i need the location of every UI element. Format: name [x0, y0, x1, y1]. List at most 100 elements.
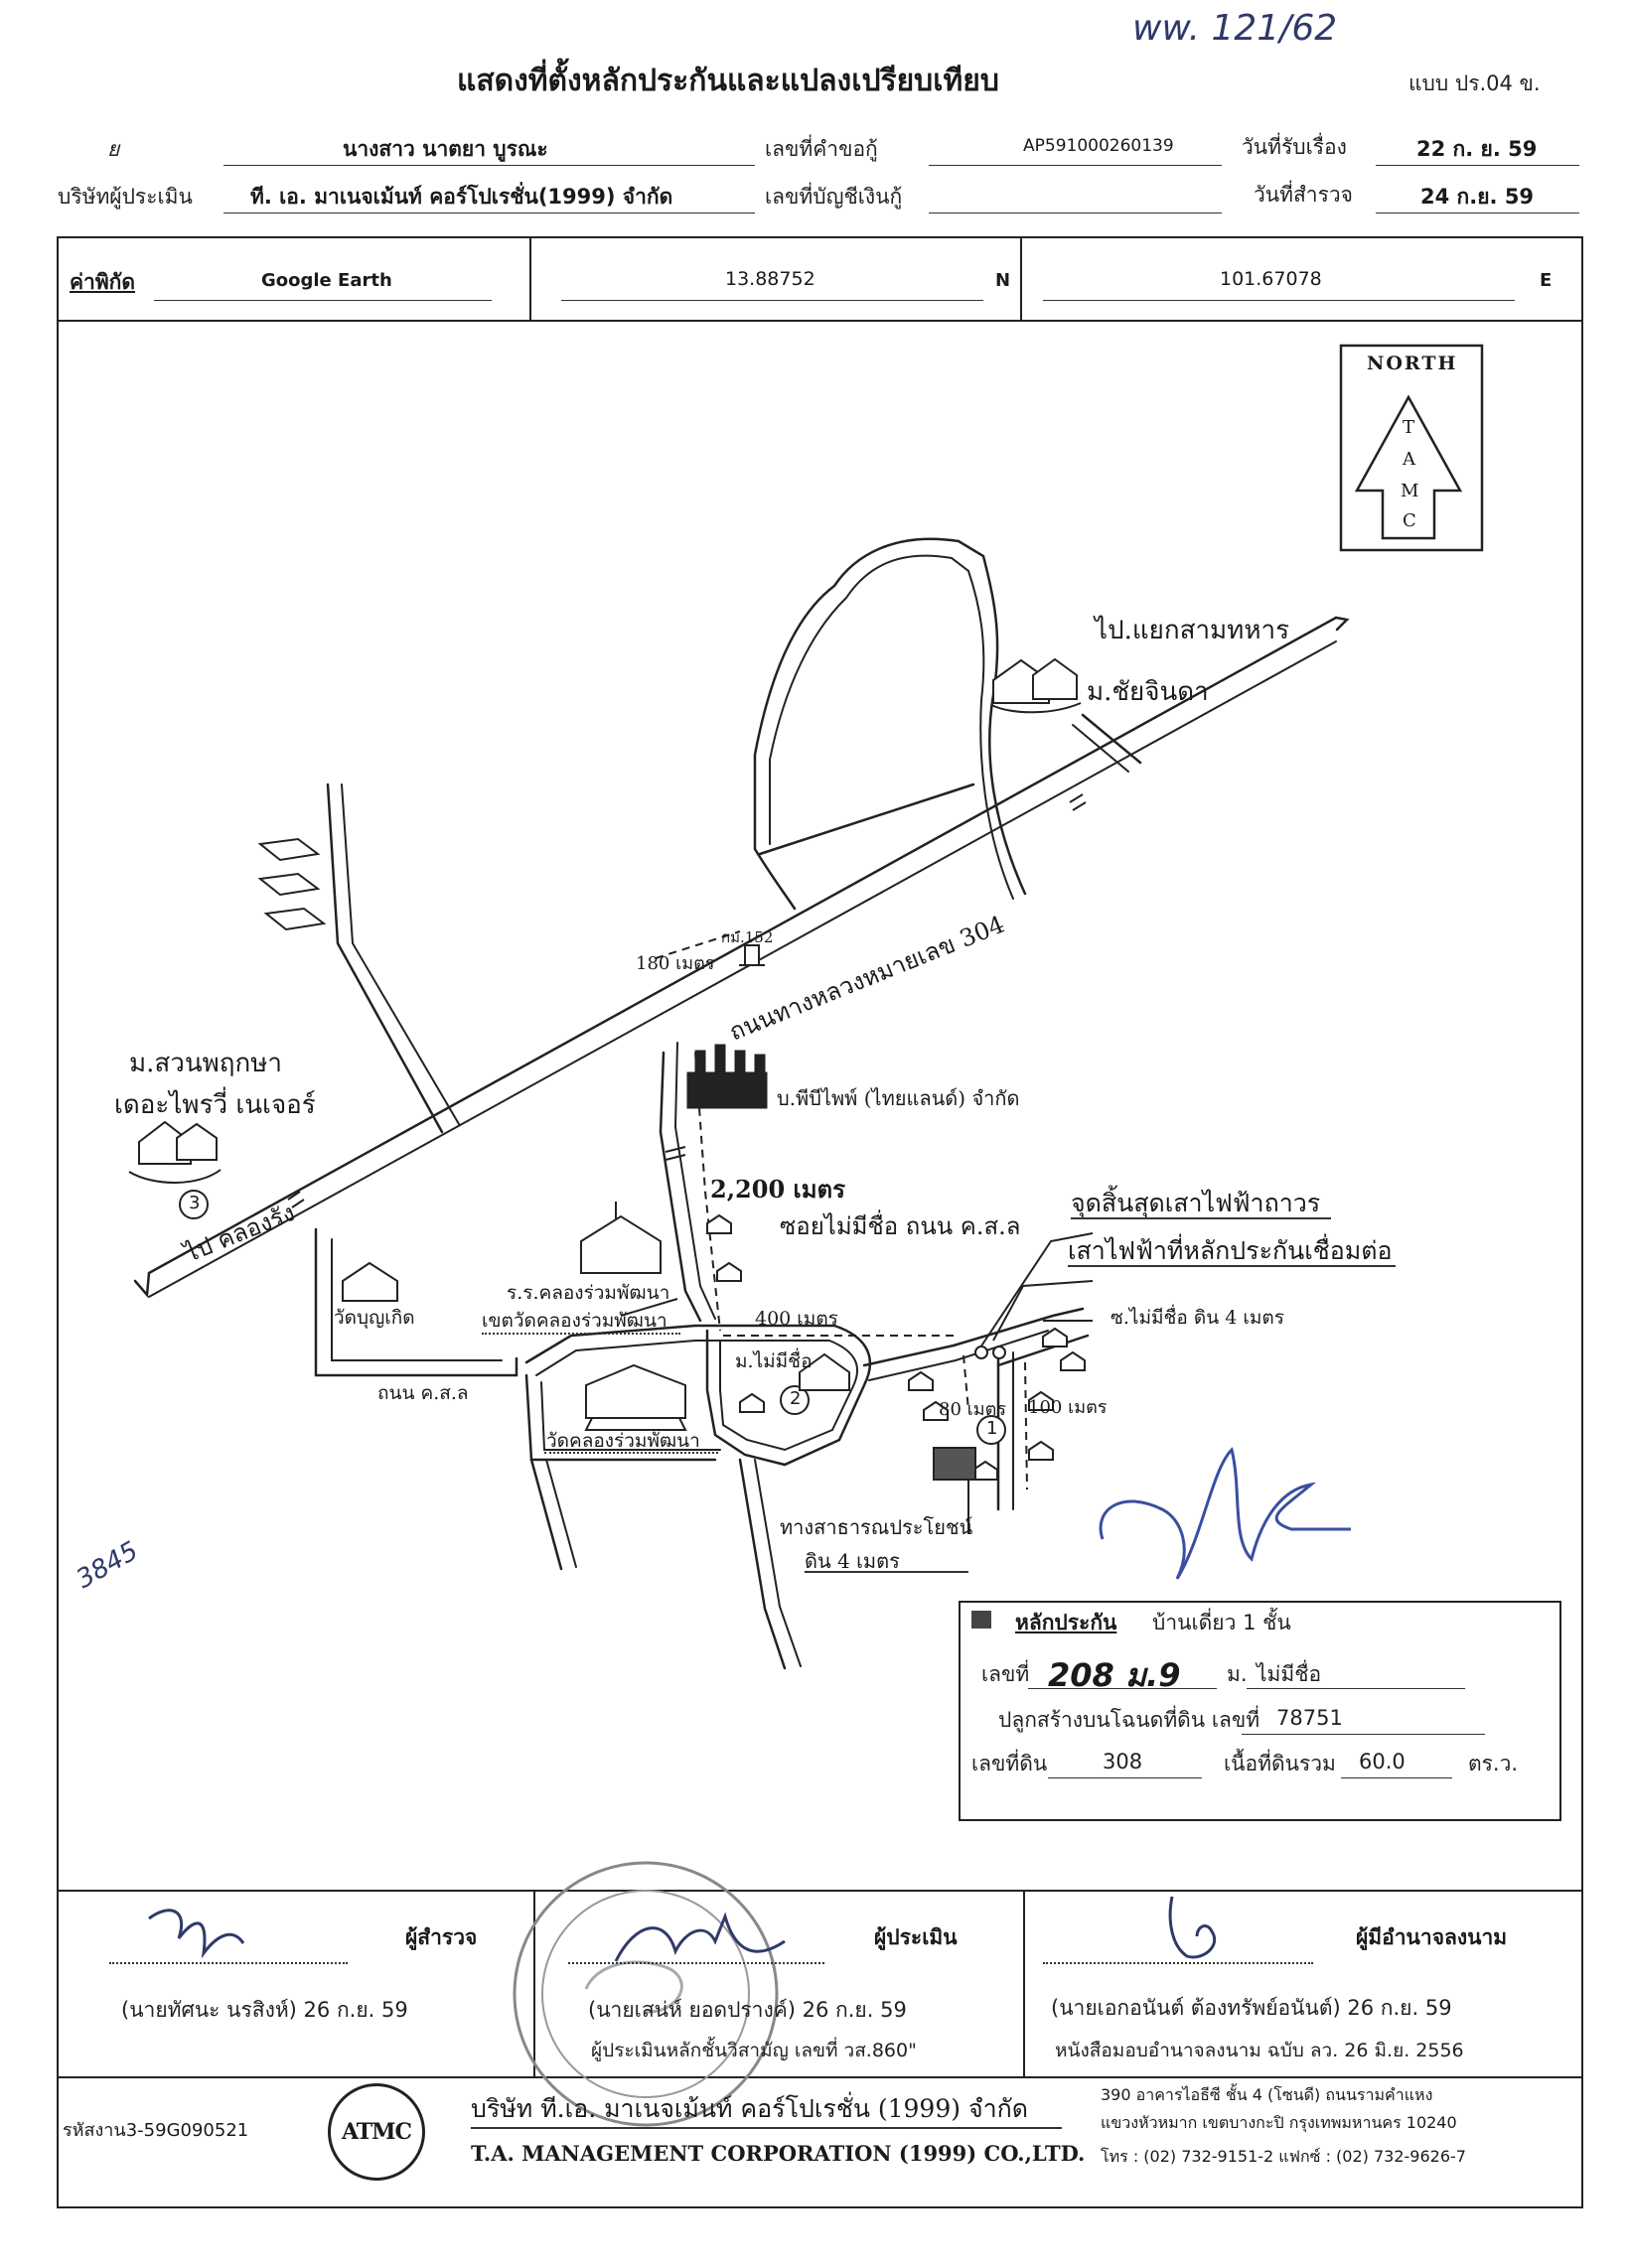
- authorized-signature: [1168, 1896, 1216, 1959]
- page-title: แสดงที่ตั้งหลักประกันและแปลงเปรียบเทียบ: [457, 64, 999, 98]
- survey-date-label: วันที่สำรวจ: [1254, 183, 1353, 207]
- house-no-label: เลขที่: [981, 1662, 1030, 1686]
- land-no-value: 308: [1103, 1750, 1143, 1773]
- authorized-name: (นายเอกอนันต์ ต้องทรัพย์อนันต์) 26 ก.ย. …: [1051, 1996, 1452, 2020]
- longitude-direction: E: [1540, 270, 1553, 291]
- label-dist-2200: 2,200 เมตร: [710, 1175, 846, 1204]
- coordinate-row-divider: [57, 320, 1582, 322]
- signature-col-divider-1: [533, 1890, 535, 2076]
- road-south-central: [738, 1458, 787, 1670]
- surveyor-dotted-line: [109, 1962, 348, 1964]
- collateral-box: [959, 1601, 1561, 1821]
- village-value: ไม่มีชื่อ: [1257, 1662, 1322, 1686]
- road-south-west: [529, 1458, 563, 1571]
- coordinate-source-underline: [154, 300, 492, 301]
- north-letter-t: T: [1403, 417, 1415, 438]
- authorized-dotted-line: [1043, 1962, 1313, 1964]
- house-icon-village-unnamed: [799, 1352, 850, 1391]
- label-village-unnamed: ม.ไม่มีชื่อ: [735, 1350, 813, 1372]
- appraiser-license: ผู้ประเมินหลักชั้นวิสามัญ เลขที่ วส.860": [591, 2040, 917, 2061]
- latitude-underline: [561, 300, 983, 301]
- surveyor-name: (นายทัศนะ นรสิงห์) 26 ก.ย. 59: [121, 1998, 408, 2022]
- phone-line: โทร : (02) 732-9151-2 แฟกซ์ : (02) 732-9…: [1101, 2147, 1466, 2166]
- appraiser-signature: [614, 1912, 786, 1962]
- appraiser-company-label: บริษัทผู้ประเมิน: [58, 185, 193, 209]
- handwritten-reference: ww. 121/62: [1132, 8, 1338, 49]
- pole-end-underline: [1071, 1217, 1331, 1219]
- pole-connect-underline: [1068, 1265, 1396, 1267]
- name-label-fragment: ย: [107, 137, 120, 161]
- pole-end-marker: [974, 1346, 988, 1359]
- label-road-kor-sor-lor: ถนน ค.ส.ล: [377, 1382, 469, 1404]
- authorized-role: ผู้มีอำนาจลงนาม: [1356, 1925, 1508, 1949]
- appraisal-signature-scribble: [1099, 1447, 1351, 1580]
- deed-value: 78751: [1276, 1706, 1343, 1730]
- north-label: NORTH: [1367, 353, 1458, 374]
- house-icon-suan-pruksa: [128, 1120, 222, 1184]
- house-icon-school: [580, 1202, 662, 1274]
- company-name-thai: บริษัท ที.เอ. มาเนจเม้นท์ คอร์โปเรชั่น (…: [471, 2094, 1028, 2123]
- job-code: รหัสงาน3-59G090521: [63, 2120, 249, 2141]
- coordinate-col-divider-2: [1020, 236, 1022, 322]
- main-frame: [57, 236, 1583, 2208]
- collateral-type: บ้านเดี่ยว 1 ชั้น: [1152, 1611, 1291, 1634]
- label-wat-bunkoed: วัดบุญเกิด: [334, 1307, 415, 1329]
- surveyor-role: ผู้สำรวจ: [405, 1925, 478, 1949]
- area-underline: [1341, 1777, 1452, 1778]
- authorized-note: หนังสือมอบอำนาจลงนาม ฉบับ ลว. 26 มิ.ย. 2…: [1055, 2040, 1464, 2061]
- borrower-underline: [223, 165, 755, 166]
- north-arrow-icon: [1354, 394, 1463, 540]
- label-soi-dirt: ซ.ไม่มีชื่อ ดิน 4 เมตร: [1111, 1307, 1284, 1329]
- house-no-underline: [1028, 1688, 1217, 1689]
- signature-col-divider-2: [1023, 1890, 1025, 2076]
- label-soi-name: ซอยไม่มีชื่อ ถนน ค.ส.ล: [780, 1212, 1021, 1240]
- label-public-way-line2: ดิน 4 เมตร: [805, 1549, 900, 1573]
- pole-connect-marker: [992, 1346, 1006, 1359]
- label-wat-khlong: วัดคลองร่วมพัฒนา: [546, 1430, 700, 1452]
- collateral-plot: [933, 1447, 976, 1481]
- latitude-value: 13.88752: [725, 268, 815, 290]
- collateral-icon: [971, 1611, 991, 1629]
- label-village-chai-jinda: ม.ชัยจินดา: [1087, 677, 1209, 707]
- appraiser-stamp: [513, 1861, 779, 2127]
- dirt-lane-east: [996, 1334, 1090, 1367]
- land-no-label: เลขที่ดิน: [971, 1752, 1048, 1775]
- road-chai-jinda: [1081, 713, 1142, 765]
- company-logo: ATMC: [328, 2083, 425, 2181]
- area-unit: ตร.ว.: [1468, 1752, 1519, 1775]
- house-no-value: 208 ม.9: [1048, 1656, 1181, 1694]
- deed-label: ปลูกสร้างบนโฉนดที่ดิน เลขที่: [998, 1708, 1260, 1732]
- coordinate-label: ค่าพิกัด: [70, 270, 136, 294]
- longitude-underline: [1043, 300, 1515, 301]
- label-village-suan-line2: เดอะไพรวี่ เนเจอร์: [114, 1090, 316, 1120]
- request-no-underline: [929, 165, 1222, 166]
- company-name-divider: [471, 2127, 1062, 2129]
- marker-3-circle: [179, 1190, 209, 1219]
- marker-1-circle: [976, 1415, 1006, 1445]
- road-south-to-east: [862, 1307, 1085, 1367]
- label-dist-100: 100 เมตร: [1028, 1397, 1108, 1418]
- label-pole-connect: เสาไฟฟ้าที่หลักประกันเชื่อมต่อ: [1068, 1236, 1393, 1265]
- highway-304: [147, 616, 1338, 1275]
- company-logo-text: ATMC: [341, 2119, 412, 2145]
- school-dotted-underline: [482, 1333, 680, 1335]
- route-100m: [1024, 1361, 1028, 1490]
- km-post-icon: [739, 944, 765, 966]
- label-km-post: กม.152: [721, 928, 774, 946]
- received-date-value: 22 ก. ย. 59: [1416, 137, 1538, 161]
- leader-pole-connect: [992, 1280, 1094, 1342]
- temple-icon-wat-khlong: [584, 1363, 687, 1431]
- route-180m: [655, 930, 741, 959]
- signature-row-bottom-border: [57, 2076, 1582, 2078]
- marker-2-circle: [780, 1385, 810, 1415]
- land-no-underline: [1048, 1777, 1202, 1778]
- label-public-way-line1: ทางสาธารณประโยชน์: [780, 1515, 973, 1539]
- label-school-line2: เขตวัดคลองร่วมพัฒนา: [482, 1310, 667, 1332]
- field-outline-outer: [753, 537, 1027, 911]
- house-icon-wat-bunkoed: [342, 1261, 398, 1302]
- marker-2-label: 2: [790, 1388, 802, 1409]
- signature-row-top-border: [57, 1890, 1582, 1892]
- north-letter-a: A: [1403, 449, 1415, 470]
- road-central-loop: [524, 1324, 872, 1467]
- factory-icon: [686, 1044, 768, 1109]
